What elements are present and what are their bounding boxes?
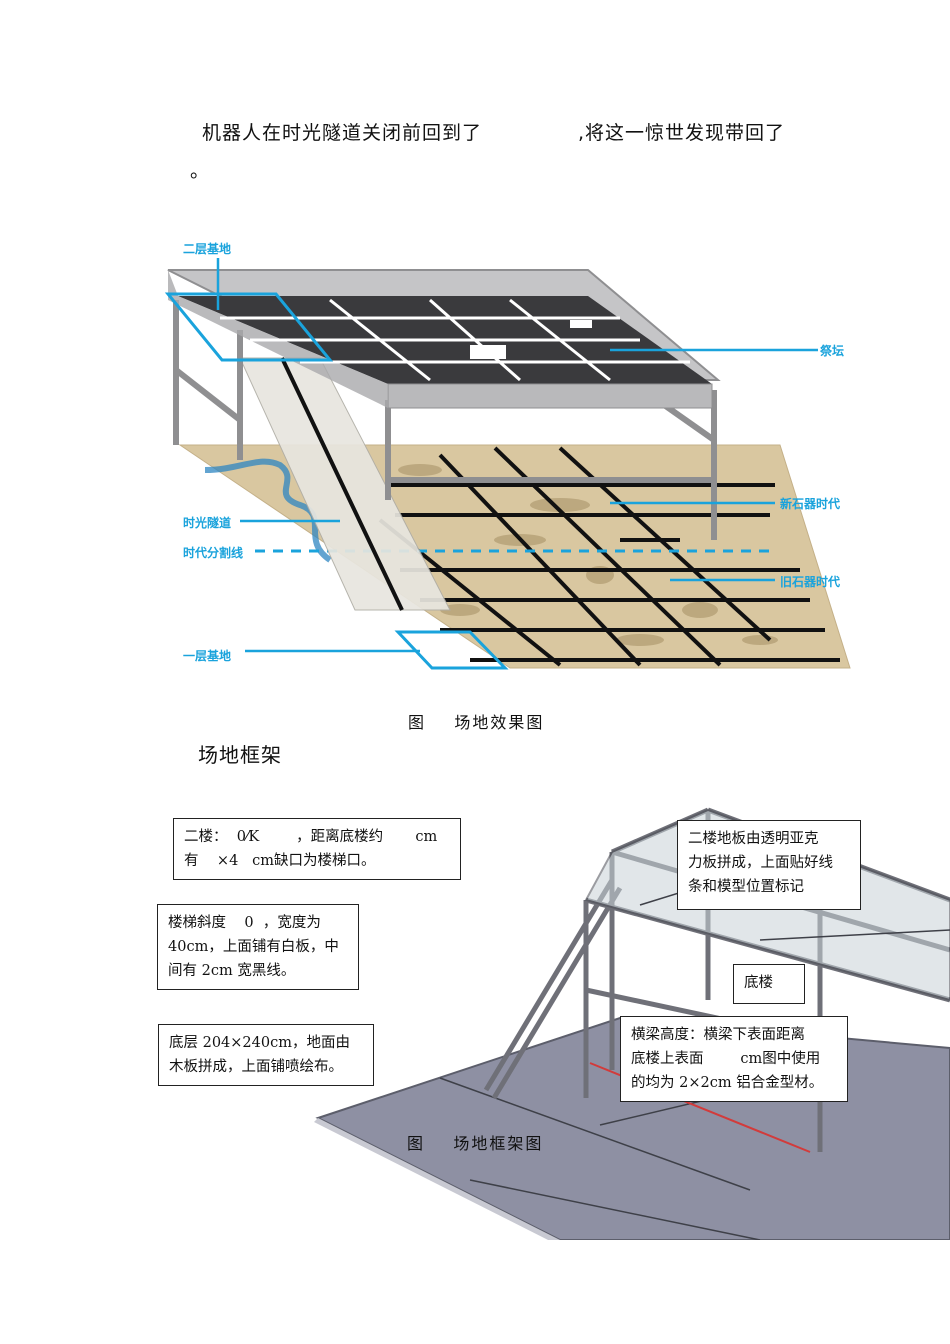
note-acrylic: 二楼地板由透明亚克 力板拼成，上面贴好线 条和模型位置标记 [677,820,861,910]
section-heading: 场地框架 [198,743,282,767]
note-ground-tag: 底楼 [733,964,805,1004]
frame-posts [173,300,717,540]
intro-text-part2: ,将这一惊世发现带回了 [578,122,786,144]
venue-rendering-svg [164,258,851,670]
map-river [204,458,332,563]
note-line: 40cm，上面铺有白板，中 [168,939,339,955]
note-ground-floor: 底层 204×240cm，地面由 木板拼成，上面铺喷绘布。 [158,1024,374,1086]
note-line: 的均为 2×2cm 铝合金型材。 [631,1075,824,1091]
second-floor-base-marker [164,292,334,362]
figure2-caption: 图 场地框架图 [407,1134,544,1153]
note-line: 横梁高度：横梁下表面距离 [631,1027,805,1043]
note-beam: 横梁高度：横梁下表面距离 底楼上表面 cm图中使用 的均为 2×2cm 铝合金型… [620,1016,848,1102]
altar-marker [470,345,506,359]
note-second-floor: 二楼： 0⁄K ，距离底楼约 cm 有 ×4 cm缺口为楼梯口。 [173,818,461,880]
note-line: 楼梯斜度 0 ，宽度为 [168,915,321,931]
first-floor-base-marker [394,630,509,670]
ground-floor-grid [378,446,840,667]
label-altar: 祭坛 [820,344,845,358]
note-line: 底楼 [744,975,773,991]
figure1-caption: 图 场地效果图 [408,713,545,732]
note-line: 底楼上表面 cm图中使用 [631,1051,821,1067]
note-line: 底层 204×240cm，地面由 [169,1035,350,1051]
label-paleolithic: 旧石器时代 [780,575,841,589]
note-line: 间有 2cm 宽黑线。 [168,963,296,979]
label-neolithic: 新石器时代 [780,497,841,511]
intro-text-end: 。 [190,160,211,182]
note-stairs: 楼梯斜度 0 ，宽度为 40cm，上面铺有白板，中 间有 2cm 宽黑线。 [157,904,359,990]
label-time-tunnel: 时光隧道 [183,516,232,530]
venue-rendering-figure [164,258,851,670]
note-line: 有 ×4 cm缺口为楼梯口。 [184,853,376,869]
label-second-floor-base: 二层基地 [183,242,232,256]
callout-lines [216,258,818,653]
label-first-floor-base: 一层基地 [183,649,232,663]
upper-deck-edge [387,383,713,409]
note-line: 二楼地板由透明亚克 [688,831,819,847]
note-line: 木板拼成，上面铺喷绘布。 [169,1059,343,1075]
note-line: 条和模型位置标记 [688,879,804,895]
intro-text-part1: 机器人在时光隧道关闭前回到了 [202,122,483,144]
note-line: 二楼： 0⁄K ，距离底楼约 cm [184,829,438,845]
note-line: 力板拼成，上面贴好线 [688,855,833,871]
label-era-divider: 时代分割线 [183,546,244,560]
